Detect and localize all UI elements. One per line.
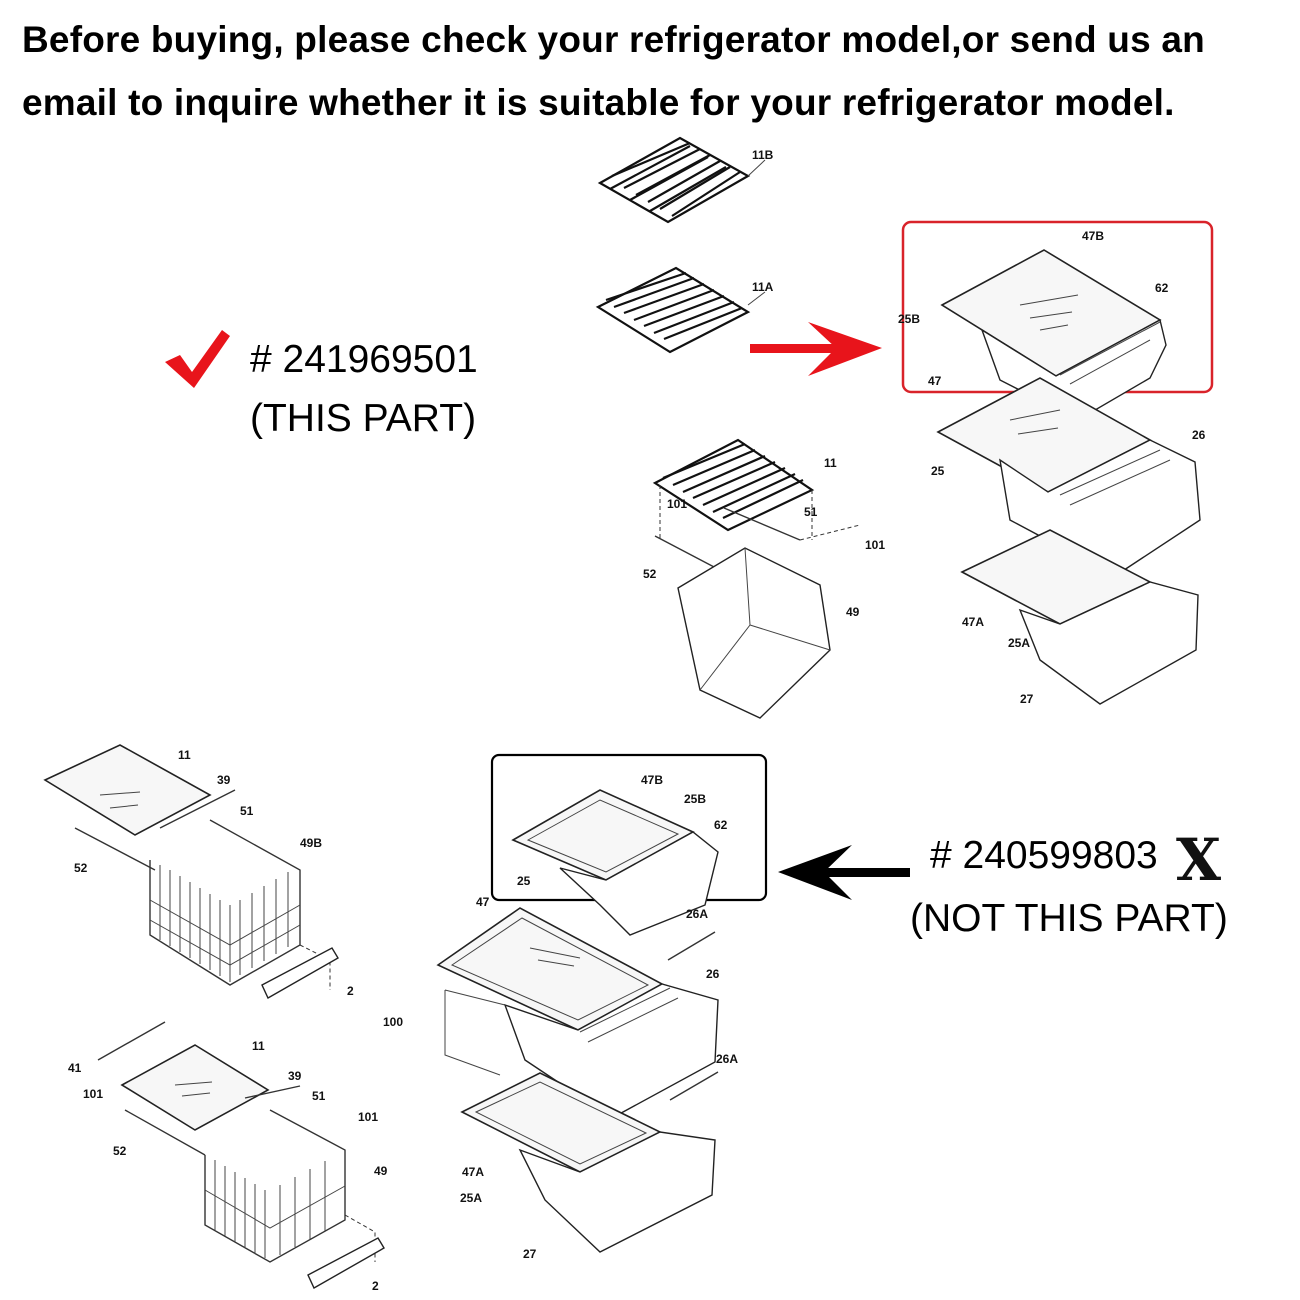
crisper-drawer-26-bottom	[436, 907, 719, 1119]
callout-label: 47A	[962, 615, 984, 629]
crisper-drawer-27	[960, 529, 1199, 705]
freezer-basket-49	[97, 1021, 385, 1289]
callout-label: 27	[1020, 692, 1034, 706]
red-arrow-icon	[750, 322, 882, 376]
callout-label: 52	[643, 567, 657, 581]
callout-label: 11	[252, 1039, 265, 1053]
callout-label: 2	[372, 1279, 379, 1293]
wrong-mark-icon: X	[1176, 826, 1221, 894]
callout-label: 25B	[684, 792, 706, 806]
callout-label: 52	[74, 861, 88, 875]
callout-label: 51	[312, 1089, 326, 1103]
wrong-part-note: (NOT THIS PART)	[910, 897, 1228, 940]
callout-label: 62	[714, 818, 728, 832]
callout-label: 47A	[462, 1165, 484, 1179]
callout-label: 39	[217, 773, 231, 787]
headline-line-1: Before buying, please check your refrige…	[22, 19, 1205, 60]
callout-label: 26A	[686, 907, 708, 921]
callout-label: 26	[1192, 428, 1206, 442]
callout-label: 49	[846, 605, 860, 619]
callout-label: 52	[113, 1144, 127, 1158]
meat-drawer-assembly	[652, 438, 861, 719]
callout-label: 47B	[1082, 229, 1104, 243]
callout-label: 101	[83, 1087, 103, 1101]
callout-label: 11	[178, 748, 191, 762]
callout-label: 49B	[300, 836, 322, 850]
crisper-drawer-26	[936, 377, 1201, 577]
callout-label: 49	[374, 1164, 388, 1178]
crisper-cover-boxed	[511, 789, 719, 936]
callout-label: 25A	[460, 1191, 482, 1205]
callout-label: 25A	[1008, 636, 1030, 650]
wire-shelf-11a	[595, 266, 766, 354]
callout-label: 62	[1155, 281, 1169, 295]
callout-label: 41	[68, 1061, 82, 1075]
callout-label: 101	[358, 1110, 378, 1124]
callout-label: 11B	[752, 148, 774, 162]
black-arrow-icon	[778, 845, 910, 900]
callout-label: 51	[804, 505, 818, 519]
callout-label: 25B	[898, 312, 920, 326]
callout-label: 2	[347, 984, 354, 998]
drawer-slides-26a	[667, 931, 719, 1101]
callout-label: 11	[824, 456, 837, 470]
crisper-drawer-27-bottom	[460, 1072, 716, 1253]
callout-label: 101	[865, 538, 885, 552]
correct-part-note: (THIS PART)	[250, 397, 477, 440]
crisper-cover-47b	[940, 249, 1167, 421]
callout-label: 27	[523, 1247, 537, 1261]
headline-line-2: email to inquire whether it is suitable …	[22, 82, 1175, 123]
callout-label: 51	[240, 804, 254, 818]
callout-label: 47	[928, 374, 942, 388]
callout-label: 101	[667, 497, 687, 511]
freezer-basket-49b	[43, 744, 339, 999]
callout-label: 47	[476, 895, 490, 909]
callout-label: 25	[931, 464, 945, 478]
callout-label: 25	[517, 874, 531, 888]
wrong-part-number: # 240599803	[930, 834, 1158, 877]
callout-label: 26A	[716, 1052, 738, 1066]
callout-label: 47B	[641, 773, 663, 787]
check-mark-icon	[165, 330, 230, 388]
callout-label: 26	[706, 967, 720, 981]
callout-label: 100	[383, 1015, 403, 1029]
callout-label: 39	[288, 1069, 302, 1083]
correct-part-number: # 241969501	[250, 338, 478, 381]
callout-labels: 11B 11A 47B 62 25B 47 26 25 11 51 101 10…	[68, 148, 1206, 1293]
callout-label: 11A	[752, 280, 774, 294]
wire-shelf-11b	[597, 136, 766, 224]
